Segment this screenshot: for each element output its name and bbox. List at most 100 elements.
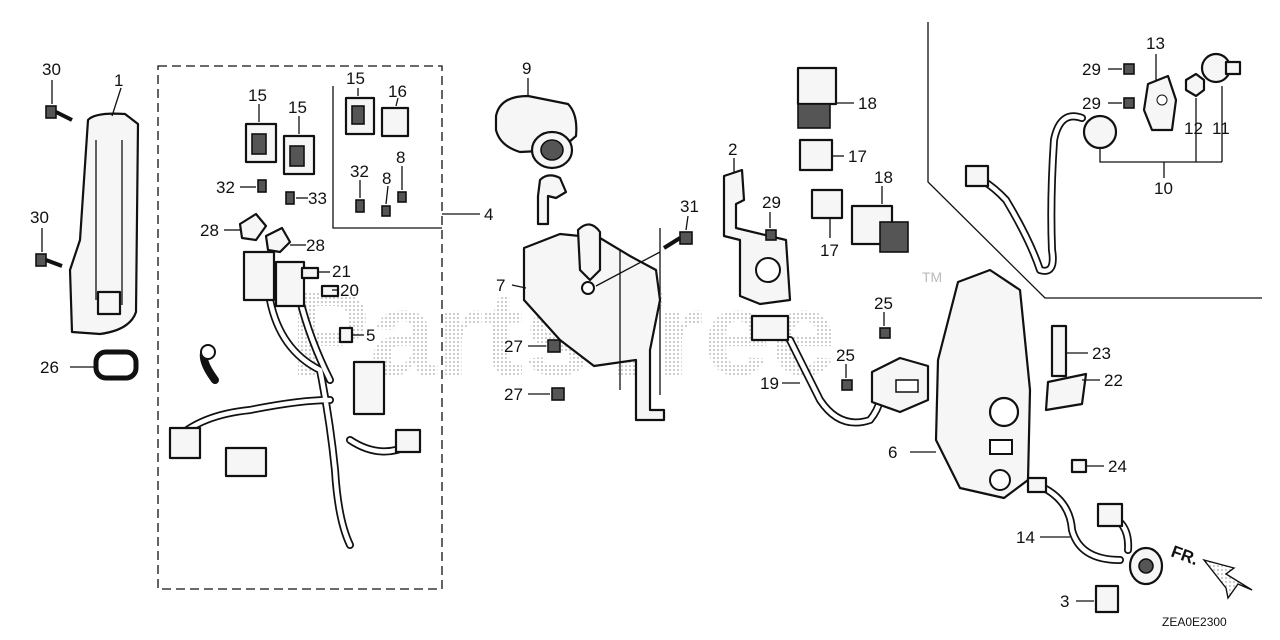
part-17-relay-a[interactable] (798, 138, 834, 172)
callout-2[interactable]: 2 (728, 140, 737, 159)
part-10-switch-assembly[interactable] (964, 112, 1118, 275)
part-31-screw[interactable] (662, 231, 693, 250)
part-21-label[interactable] (300, 266, 320, 280)
callout-29c[interactable]: 29 (1082, 94, 1101, 113)
part-7-bracket[interactable] (522, 223, 666, 422)
part-19-meter-cable[interactable] (750, 314, 930, 427)
callout-7[interactable]: 7 (496, 276, 505, 295)
callout-5[interactable]: 5 (366, 326, 375, 345)
callout-15a[interactable]: 15 (248, 86, 267, 105)
part-8-fuse-a[interactable] (381, 205, 391, 217)
leader-1 (111, 87, 122, 117)
callout-26[interactable]: 26 (40, 358, 59, 377)
part-15-fuse-holder-b[interactable] (282, 134, 316, 176)
diagram-code: ZEA0E2300 (1162, 615, 1227, 629)
part-33-fuse[interactable] (285, 191, 295, 205)
part-29-screw-c[interactable] (1123, 97, 1135, 109)
part-29-screw-b[interactable] (1123, 63, 1135, 75)
leader-31 (685, 215, 689, 231)
leader-8a (385, 185, 389, 205)
callout-10[interactable]: 10 (1154, 179, 1173, 198)
part-27-screw-b[interactable] (551, 387, 565, 401)
callout-30a[interactable]: 30 (42, 60, 61, 79)
part-25-screw-b[interactable] (841, 379, 853, 391)
leader-16 (395, 97, 399, 107)
part-6-front-cover[interactable] (934, 268, 1032, 500)
part-25-screw-a[interactable] (879, 327, 891, 339)
part-15-fuse-holder-c[interactable] (344, 96, 376, 136)
callout-13[interactable]: 13 (1146, 34, 1165, 53)
part-24-label[interactable] (1070, 458, 1088, 474)
callout-30b[interactable]: 30 (30, 208, 49, 227)
part-26-grommet[interactable] (93, 349, 139, 381)
part-1-side-cover[interactable] (68, 112, 140, 336)
callout-31[interactable]: 31 (680, 197, 699, 216)
part-30-screw-top[interactable] (45, 105, 73, 122)
part-14-outlet-harness[interactable] (1026, 476, 1164, 586)
callout-23[interactable]: 23 (1092, 344, 1111, 363)
part-30-screw-bottom[interactable] (35, 253, 63, 268)
callout-15c[interactable]: 15 (346, 69, 365, 88)
part-18-relay-b[interactable] (850, 204, 909, 253)
part-2-bracket[interactable] (722, 168, 792, 306)
callout-24[interactable]: 24 (1108, 457, 1127, 476)
callout-22[interactable]: 22 (1104, 371, 1123, 390)
part-27-screw-a[interactable] (547, 339, 561, 353)
callout-14[interactable]: 14 (1016, 528, 1035, 547)
callout-17b[interactable]: 17 (820, 241, 839, 260)
part-32-fuse-a[interactable] (257, 179, 267, 193)
callout-25b[interactable]: 25 (836, 346, 855, 365)
part-13-plate[interactable] (1142, 74, 1178, 132)
callout-15b[interactable]: 15 (288, 98, 307, 117)
part-20-label[interactable] (320, 284, 340, 298)
callout-18a[interactable]: 18 (858, 94, 877, 113)
fuse-subgroup-bracket (332, 86, 442, 229)
callout-9[interactable]: 9 (522, 59, 531, 78)
callout-28a[interactable]: 28 (200, 221, 219, 240)
part-12-nut[interactable] (1184, 72, 1206, 98)
part-29-screw-a[interactable] (765, 229, 777, 241)
callout-29a[interactable]: 29 (762, 193, 781, 212)
callout-28b[interactable]: 28 (306, 236, 325, 255)
part-8-fuse-b[interactable] (397, 191, 407, 203)
callout-12[interactable]: 12 (1184, 119, 1203, 138)
part-5-clip[interactable] (338, 326, 354, 344)
callout-32b[interactable]: 32 (350, 162, 369, 181)
part-11-knob[interactable] (1200, 52, 1242, 84)
callout-6[interactable]: 6 (888, 443, 897, 462)
part-15-fuse-holder-a[interactable] (244, 122, 278, 164)
callout-27a[interactable]: 27 (504, 337, 523, 356)
part-28-clip-a[interactable] (238, 212, 268, 242)
part-17-relay-b[interactable] (810, 188, 844, 220)
callout-19[interactable]: 19 (760, 374, 779, 393)
part-18-relay-a[interactable] (796, 66, 838, 129)
part-23-label[interactable] (1050, 324, 1068, 378)
part-16-fuse-cover[interactable] (380, 106, 410, 138)
part-4-wire-harness[interactable] (168, 250, 422, 549)
callout-33[interactable]: 33 (308, 189, 327, 208)
callout-3[interactable]: 3 (1060, 592, 1069, 611)
callout-18b[interactable]: 18 (874, 168, 893, 187)
callout-8a[interactable]: 8 (382, 169, 391, 188)
callout-20[interactable]: 20 (340, 281, 359, 300)
callout-11[interactable]: 11 (1212, 119, 1230, 138)
callout-25a[interactable]: 25 (874, 294, 893, 313)
callout-16[interactable]: 16 (388, 82, 407, 101)
watermark-trademark: TM (922, 269, 942, 285)
direction-label: FR. (1169, 542, 1201, 569)
part-22-label[interactable] (1044, 372, 1088, 412)
callout-8b[interactable]: 8 (396, 148, 405, 167)
callout-1[interactable]: 1 (114, 71, 123, 90)
part-32-fuse-b[interactable] (355, 199, 365, 213)
callout-29b[interactable]: 29 (1082, 60, 1101, 79)
part-9-ignition-switch[interactable] (494, 94, 578, 226)
callout-27b[interactable]: 27 (504, 385, 523, 404)
part-3-connector[interactable] (1094, 584, 1120, 614)
callout-32a[interactable]: 32 (216, 178, 235, 197)
callout-21[interactable]: 21 (332, 262, 351, 281)
callout-17a[interactable]: 17 (848, 147, 867, 166)
part-28-clip-b[interactable] (264, 226, 292, 254)
callout-4[interactable]: 4 (484, 205, 493, 224)
